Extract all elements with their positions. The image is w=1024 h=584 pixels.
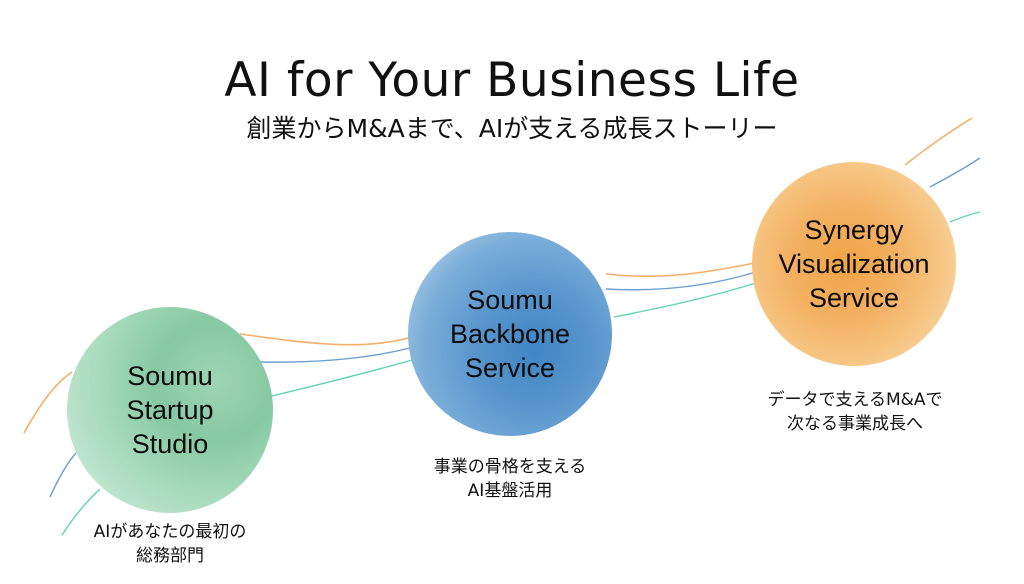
curve-orange <box>23 117 973 434</box>
page-subtitle: 創業からM&Aまで、AIが支える成長ストーリー <box>246 114 778 143</box>
curve-blue <box>49 157 981 498</box>
page-title: AI for Your Business Life <box>224 53 800 108</box>
stage-caption-startup-studio: AIがあなたの最初の 総務部門 <box>93 522 247 566</box>
stage-caption-synergy-visualization: データで支えるM&Aで 次なる事業成長へ <box>767 390 943 434</box>
stage-bubble-backbone-service: Soumu Backbone Service <box>408 232 612 436</box>
stage-label: Synergy Visualization Service <box>778 215 930 313</box>
stage-label: Soumu Startup Studio <box>126 361 214 459</box>
stage-caption-backbone-service: 事業の骨格を支える AI基盤活用 <box>433 457 587 501</box>
curve-teal <box>61 211 981 536</box>
stage-bubble-synergy-visualization: Synergy Visualization Service <box>752 162 956 366</box>
stage-bubble-startup-studio: Soumu Startup Studio <box>67 307 273 513</box>
stage-label: Soumu Backbone Service <box>449 285 571 383</box>
